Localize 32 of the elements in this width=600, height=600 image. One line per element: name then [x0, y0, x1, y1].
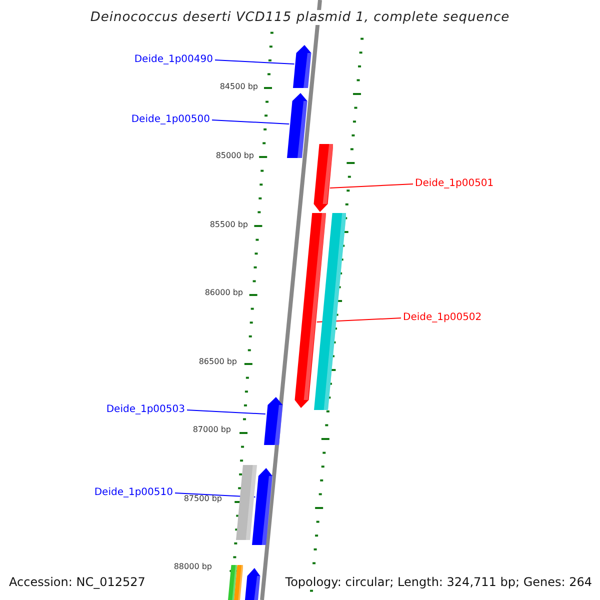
- footer-text: Topology: circular; Length: 324,711 bp; Genes: 264: [285, 575, 592, 589]
- gene-feature-block: [264, 397, 283, 445]
- tick-label: 88000 bp: [174, 562, 212, 572]
- tick-label: 87000 bp: [192, 425, 231, 435]
- gene-label: Deide_1p00502: [403, 312, 482, 324]
- gene-feature-block: [245, 568, 261, 600]
- gene-label: Deide_1p00503: [106, 404, 185, 416]
- tick-label: 87500 bp: [184, 494, 222, 504]
- gene-feature-block: [228, 565, 237, 600]
- gene-feature-block: [286, 93, 308, 158]
- footer-text: Accession: NC_012527: [9, 575, 146, 589]
- leader-line: [329, 184, 414, 188]
- gene-label: Deide_1p00500: [131, 114, 210, 126]
- gene-label: Deide_1p00510: [94, 487, 173, 499]
- leader-line: [186, 410, 266, 414]
- leader-line: [214, 60, 295, 64]
- leader-line: [212, 120, 290, 124]
- title: Deinococcus deserti VCD115 plasmid 1, complete sequence: [90, 10, 510, 25]
- gene-feature-block: [314, 213, 346, 410]
- tick-label: 85500 bp: [210, 220, 248, 230]
- tick-label: 86000 bp: [204, 288, 243, 298]
- gene-feature-block: [294, 213, 326, 408]
- tick-label: 84500 bp: [220, 82, 258, 92]
- gene-feature-block: [236, 465, 257, 540]
- tick-label: 85000 bp: [216, 151, 254, 161]
- tick-label: 86500 bp: [198, 357, 237, 367]
- gene-label: Deide_1p00490: [134, 54, 213, 66]
- gene-feature-block: [252, 468, 273, 545]
- gene-feature-block: [234, 565, 243, 600]
- gene-feature-block: [312, 144, 333, 212]
- gene-feature-block: [293, 45, 312, 88]
- gene-label: Deide_1p00501: [415, 178, 494, 190]
